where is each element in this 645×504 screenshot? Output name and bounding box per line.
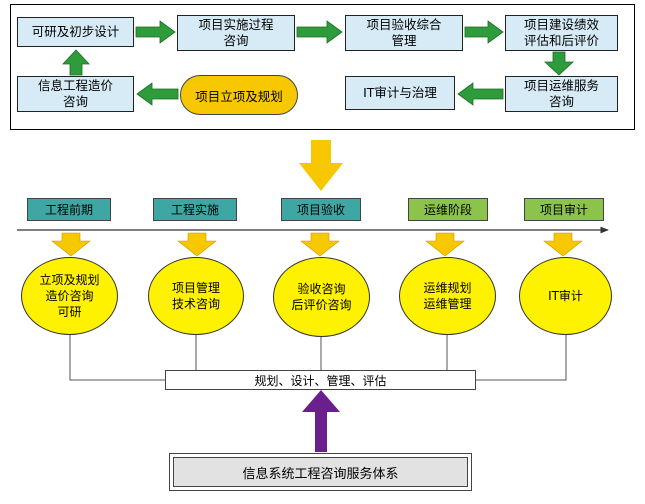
arrow-phase-1 — [51, 232, 91, 257]
process-frame — [10, 4, 635, 130]
circle-acceptance-consulting: 验收咨询后评价咨询 — [273, 257, 370, 337]
box-initiation: 项目立项及规划 — [180, 75, 298, 115]
arrow-right-3 — [464, 20, 504, 44]
circle-operations: 运维规划运维管理 — [399, 257, 496, 335]
bracket-lines — [69, 335, 567, 381]
circle-initiation-consulting: 立项及规划造价咨询可研 — [21, 257, 118, 335]
circle-project-management: 项目管理技术咨询 — [148, 257, 244, 335]
phase-operations: 运维阶段 — [408, 198, 488, 221]
arrow-left-3 — [136, 82, 179, 106]
arrow-right-2 — [296, 20, 343, 44]
box-it-audit: IT审计与治理 — [345, 76, 455, 110]
phase-audit: 项目审计 — [524, 198, 604, 221]
services-bar: 规划、设计、管理、评估 — [165, 370, 476, 390]
arrow-up-foundation — [302, 390, 340, 452]
phase-acceptance: 项目验收 — [281, 198, 361, 221]
box-implementation: 项目实施过程咨询 — [177, 15, 295, 51]
arrow-down-main — [299, 140, 343, 191]
arrow-right-1 — [135, 20, 176, 44]
box-operations: 项目运维服务咨询 — [505, 76, 618, 112]
box-evaluation: 项目建设绩效评估和后评价 — [505, 15, 618, 51]
box-acceptance: 项目验收综合管理 — [345, 15, 463, 51]
phase-implementation: 工程实施 — [153, 198, 237, 221]
arrow-phase-4 — [425, 232, 465, 257]
box-feasibility: 可研及初步设计 — [17, 17, 134, 47]
arrow-phase-2 — [177, 232, 217, 257]
arrow-phase-5 — [543, 232, 583, 257]
arrow-left-1 — [457, 82, 504, 106]
box-cost: 信息工程造价咨询 — [17, 76, 134, 112]
arrow-up-left — [62, 49, 90, 76]
foundation-label: 信息系统工程咨询服务体系 — [242, 466, 399, 482]
phase-preliminary: 工程前期 — [27, 198, 111, 221]
arrow-down-right — [543, 51, 575, 76]
circle-it-audit: IT审计 — [519, 257, 612, 335]
arrow-phase-3 — [300, 232, 340, 257]
foundation-box: 信息系统工程咨询服务体系 — [169, 453, 472, 491]
